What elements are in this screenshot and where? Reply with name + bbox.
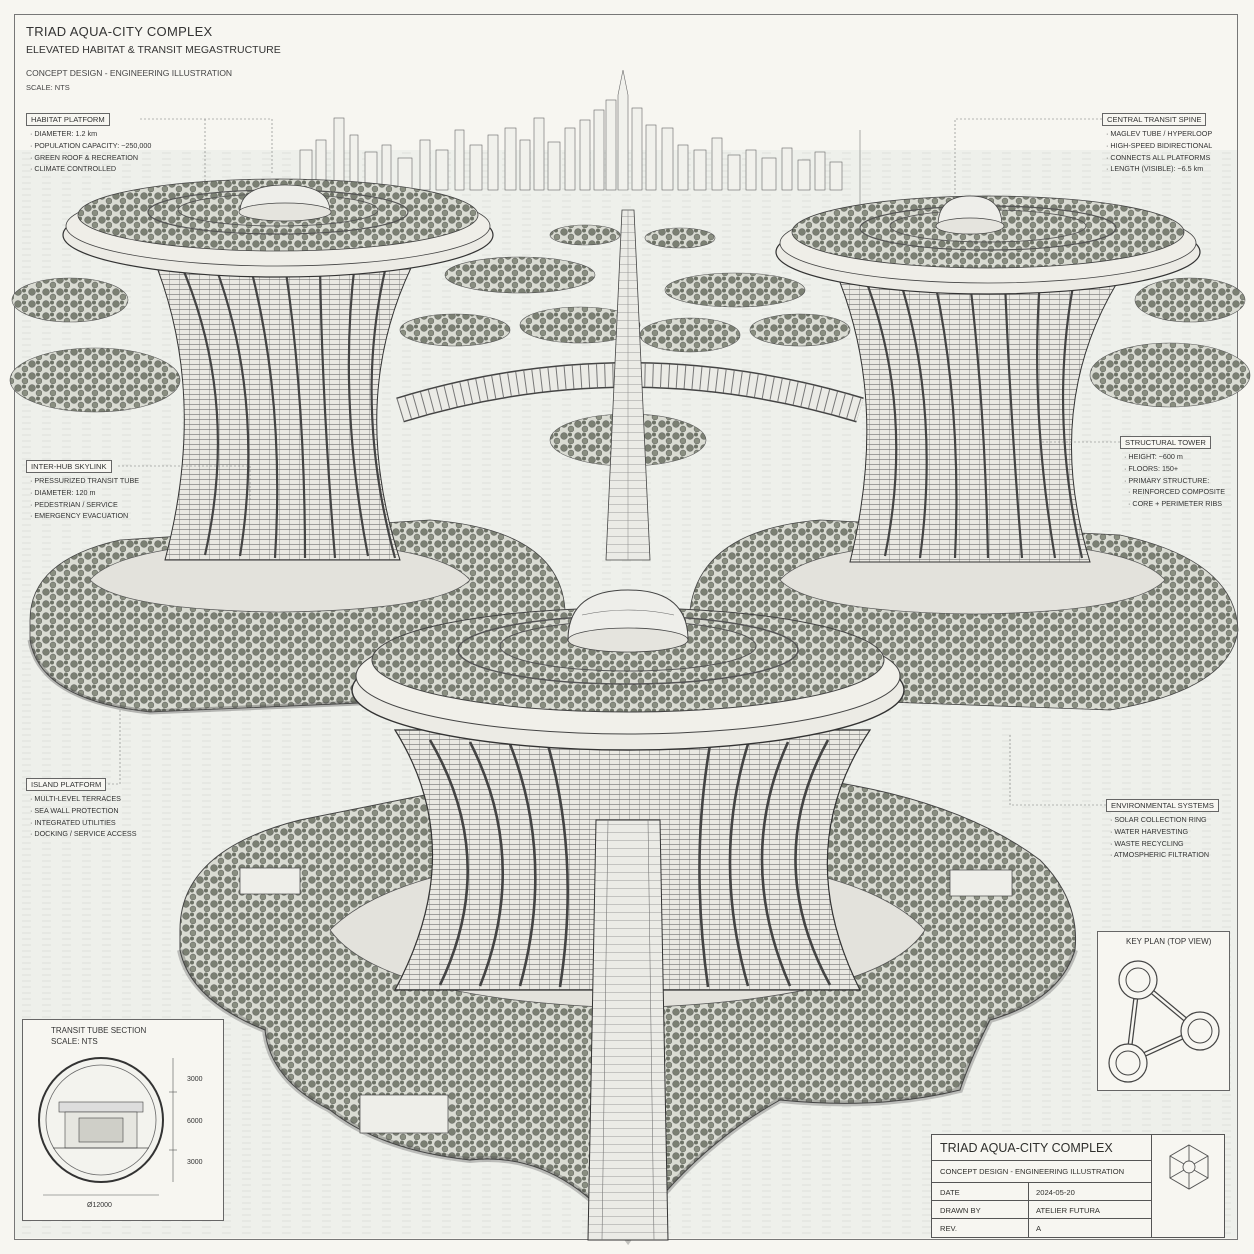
revision-label: REV. xyxy=(940,1224,958,1233)
left-habitat-tower xyxy=(27,178,568,715)
callout-item: PRESSURIZED TRANSIT TUBE xyxy=(30,475,139,487)
callout-title: STRUCTURAL TOWER xyxy=(1120,436,1211,449)
callout-item: SOLAR COLLECTION RING xyxy=(1110,814,1219,826)
date-label: DATE xyxy=(940,1188,960,1197)
callout-item: POPULATION CAPACITY: ~250,000 xyxy=(30,140,151,152)
drawn-by-value: ATELIER FUTURA xyxy=(1036,1206,1100,1215)
title-block-row-drawn: DRAWN BY ATELIER FUTURA xyxy=(932,1201,1152,1219)
callout-inter-hub-skylink: INTER-HUB SKYLINK PRESSURIZED TRANSIT TU… xyxy=(26,460,139,522)
building-block xyxy=(239,867,301,895)
title-block-subtitle: CONCEPT DESIGN - ENGINEERING ILLUSTRATIO… xyxy=(932,1161,1152,1183)
callout-item: SEA WALL PROTECTION xyxy=(30,805,137,817)
key-plan-inset: KEY PLAN (TOP VIEW) xyxy=(1097,931,1230,1091)
callout-habitat-platform: HABITAT PLATFORM DIAMETER: 1.2 km POPULA… xyxy=(26,113,151,175)
callout-title: HABITAT PLATFORM xyxy=(26,113,110,126)
inset-scale: SCALE: NTS xyxy=(51,1037,98,1046)
callout-item: WATER HARVESTING xyxy=(1110,826,1219,838)
callout-item: HIGH-SPEED BIDIRECTIONAL xyxy=(1106,140,1212,152)
central-transit-spine-front xyxy=(587,819,669,1241)
callout-item: CORE + PERIMETER RIBS xyxy=(1124,498,1225,510)
callout-title: CENTRAL TRANSIT SPINE xyxy=(1102,113,1207,126)
central-transit-spine xyxy=(605,209,651,561)
drawn-by-label: DRAWN BY xyxy=(940,1206,981,1215)
callout-structural-tower: STRUCTURAL TOWER HEIGHT: ~600 m FLOORS: … xyxy=(1120,436,1225,510)
dim-middle: 6000 xyxy=(187,1118,203,1125)
callout-item: LENGTH (VISIBLE): ~6.5 km xyxy=(1106,163,1212,175)
callout-item: PRIMARY STRUCTURE: xyxy=(1124,475,1225,487)
callout-item: CONNECTS ALL PLATFORMS xyxy=(1106,152,1212,164)
callout-item: MULTI-LEVEL TERRACES xyxy=(30,793,137,805)
drawing-title: TRIAD AQUA-CITY COMPLEX xyxy=(26,24,213,39)
transit-tube-section-inset: TRANSIT TUBE SECTION SCALE: NTS 3000 600… xyxy=(22,1019,224,1221)
callout-item: REINFORCED COMPOSITE xyxy=(1124,486,1225,498)
dock-structure xyxy=(359,1094,449,1134)
title-block-row-rev: REV. A xyxy=(932,1219,1152,1237)
date-value: 2024-05-20 xyxy=(1036,1188,1075,1197)
callout-island-platform: ISLAND PLATFORM MULTI-LEVEL TERRACES SEA… xyxy=(26,778,137,840)
drawing-header: TRIAD AQUA-CITY COMPLEX ELEVATED HABITAT… xyxy=(26,24,281,92)
callout-item: GREEN ROOF & RECREATION xyxy=(30,152,151,164)
title-block-title: TRIAD AQUA-CITY COMPLEX xyxy=(932,1135,1152,1161)
callout-item: ATMOSPHERIC FILTRATION xyxy=(1110,849,1219,861)
building-block xyxy=(949,869,1013,897)
callout-item: WASTE RECYCLING xyxy=(1110,838,1219,850)
right-habitat-tower xyxy=(689,195,1239,711)
dim-bottom: 3000 xyxy=(187,1159,203,1166)
key-plan-drawing xyxy=(1108,960,1220,1083)
callout-item: MAGLEV TUBE / HYPERLOOP xyxy=(1106,128,1212,140)
drawing-note: CONCEPT DESIGN - ENGINEERING ILLUSTRATIO… xyxy=(26,68,233,78)
title-block: TRIAD AQUA-CITY COMPLEX CONCEPT DESIGN -… xyxy=(931,1134,1225,1238)
key-plan-title: KEY PLAN (TOP VIEW) xyxy=(1126,937,1212,946)
leader-lines xyxy=(108,118,1120,806)
distant-skyline xyxy=(299,69,843,191)
callout-item: INTEGRATED UTILITIES xyxy=(30,817,137,829)
callout-title: INTER-HUB SKYLINK xyxy=(26,460,112,473)
callout-item: EMERGENCY EVACUATION xyxy=(30,510,139,522)
drawing-subtitle: ELEVATED HABITAT & TRANSIT MEGASTRUCTURE xyxy=(26,44,281,56)
tube-section-drawing xyxy=(38,1057,177,1196)
callout-item: DOCKING / SERVICE ACCESS xyxy=(30,828,136,840)
dim-top: 3000 xyxy=(187,1076,203,1083)
dim-diameter: Ø12000 xyxy=(87,1202,112,1209)
callout-title: ISLAND PLATFORM xyxy=(26,778,107,791)
title-block-row-date: DATE 2024-05-20 xyxy=(932,1183,1152,1201)
studio-logo-icon xyxy=(1169,1144,1209,1190)
drawing-scale: SCALE: NTS xyxy=(26,83,70,92)
callout-item: FLOORS: 150+ xyxy=(1124,463,1225,475)
inset-title: TRANSIT TUBE SECTION xyxy=(51,1026,147,1035)
callout-environmental-systems: ENVIRONMENTAL SYSTEMS SOLAR COLLECTION R… xyxy=(1106,799,1219,861)
callout-item: HEIGHT: ~600 m xyxy=(1124,451,1225,463)
callout-item: DIAMETER: 1.2 km xyxy=(30,128,151,140)
callout-item: PEDESTRIAN / SERVICE xyxy=(30,499,139,511)
callout-item: CLIMATE CONTROLLED xyxy=(30,163,151,175)
callout-central-transit-spine: CENTRAL TRANSIT SPINE MAGLEV TUBE / HYPE… xyxy=(1102,113,1212,175)
callout-item: DIAMETER: 120 m xyxy=(30,487,139,499)
callout-title: ENVIRONMENTAL SYSTEMS xyxy=(1106,799,1219,812)
revision-value: A xyxy=(1036,1224,1042,1233)
